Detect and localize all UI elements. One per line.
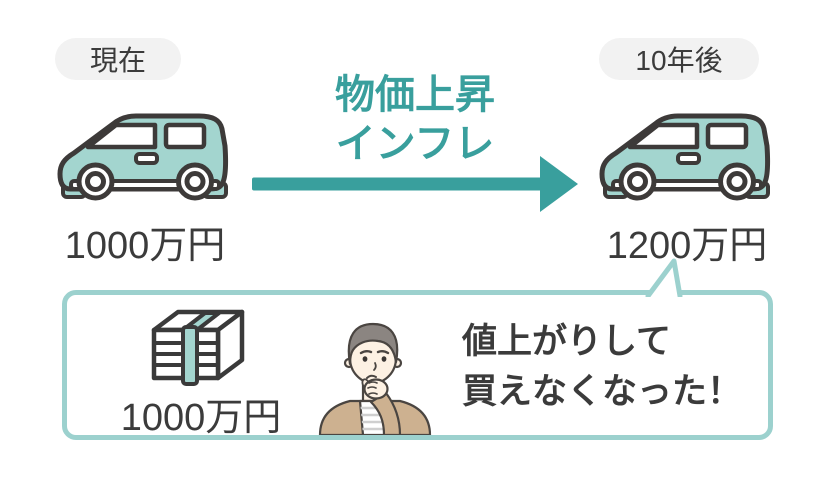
label-now-badge: 現在 — [55, 38, 181, 80]
label-future-badge: 10年後 — [599, 38, 759, 80]
inflation-heading: 物価上昇 インフレ — [252, 71, 578, 169]
price-current: 1000万円 — [64, 225, 226, 267]
right-arrow-icon — [252, 156, 578, 212]
thinking-person-icon — [318, 322, 432, 435]
car-icon — [599, 111, 774, 206]
callout-message-line2: 買えなくなった！ — [462, 372, 743, 411]
money-stack-icon — [151, 309, 245, 386]
inflation-heading-line2: インフレ — [335, 122, 495, 166]
label-now-text: 現在 — [89, 45, 146, 76]
speech-bubble-tail — [645, 258, 683, 297]
price-savings: 1000万円 — [120, 397, 282, 439]
car-icon — [57, 111, 232, 206]
inflation-heading-line1: 物価上昇 — [335, 73, 495, 117]
price-future: 1200万円 — [606, 225, 768, 267]
callout-message: 値上がりして 買えなくなった！ — [462, 317, 742, 417]
label-future-text: 10年後 — [635, 45, 723, 76]
callout-message-line1: 値上がりして — [462, 322, 671, 361]
